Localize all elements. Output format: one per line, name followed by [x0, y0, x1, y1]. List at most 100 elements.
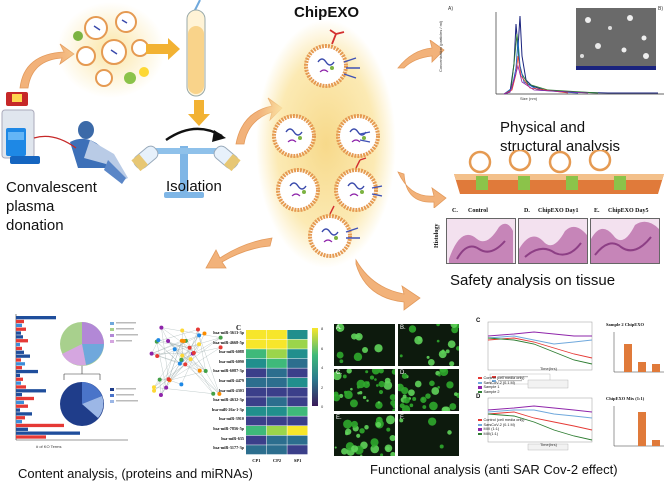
network-node [218, 345, 223, 350]
network-edge [158, 339, 190, 348]
histology-d-letter: D. [524, 208, 530, 214]
heatmap-cell [246, 378, 267, 388]
sample-bar-chart [613, 332, 664, 373]
network-node [197, 368, 202, 373]
network-edge [193, 329, 199, 353]
tissue-layer-illustration [454, 150, 664, 194]
heatmap-col-label: SP1 [293, 458, 302, 463]
heatmap-row-label: hsa-miR-6090 [219, 358, 244, 364]
network-node [152, 388, 157, 393]
ko-bar [16, 323, 22, 327]
heatmap-cell [266, 387, 287, 397]
network-edge [160, 349, 175, 396]
heatmap-row-label: hsa-miR-26a-1-3p [211, 406, 244, 412]
ko-bar [16, 331, 21, 335]
network-edge [159, 379, 162, 395]
network-node [211, 391, 216, 396]
network-node [188, 357, 193, 362]
isolation-label: Isolation [166, 178, 222, 195]
rotation-arrow-icon [165, 127, 226, 142]
micrograph-panel: A. [334, 324, 395, 366]
heatmap-row-label: hsa-miR-7856-5p [213, 426, 244, 431]
physical-xlabel: Size (nm) [520, 96, 538, 101]
network-edge [169, 364, 186, 381]
micrograph-panel-label: F. [400, 415, 405, 421]
ko-bar [16, 346, 22, 351]
physical-chart [495, 8, 664, 95]
heatmap-cell [246, 349, 267, 359]
legend-entry: Sample 1 [478, 385, 524, 390]
heatmap-cell [287, 416, 308, 426]
network-node [151, 385, 156, 390]
tube-icon [186, 0, 206, 97]
network-edge [153, 360, 182, 388]
heatmap-col-label: CP1 [252, 458, 261, 463]
ko-bar [16, 404, 28, 408]
network-edge [151, 352, 194, 354]
legend-entry: SarsCoV-2 (0.1 M) [478, 423, 524, 428]
network-edge [161, 327, 190, 348]
legend-entry: Control (cell media only) [478, 376, 524, 381]
ko-bar [16, 400, 24, 404]
heatmap-cell [266, 330, 287, 340]
network-edge [161, 327, 169, 342]
histology-image-control [446, 218, 516, 264]
heatmap-cell [287, 397, 308, 407]
histology-d-label: ChipEXO Day1 [538, 208, 579, 214]
heatmap-cell [287, 426, 308, 436]
arrow-down-to-centrifuge [188, 100, 210, 126]
chipexo-bar-chart [613, 406, 664, 447]
network-node [164, 385, 169, 390]
heatmap-cell [266, 397, 287, 407]
network-edge [169, 347, 221, 381]
chipexo-vesicle-panel [256, 20, 396, 268]
heatmap-cell [246, 426, 267, 436]
ko-bar [16, 427, 28, 431]
heatmap-row-label: hsa-miR-4303 [219, 387, 244, 393]
network-node [172, 347, 177, 352]
heatmap-cell [246, 330, 267, 340]
heatmap-cell [246, 445, 267, 455]
network-node [166, 339, 171, 344]
heatmap-cell [287, 445, 308, 455]
histology-e-label: ChipEXO Day5 [608, 208, 649, 214]
network-edge [168, 340, 183, 380]
heatmap-col-labels: CP1 CP2 SP1 [246, 458, 308, 466]
panel-b-label: B) [658, 6, 663, 12]
heatmap-row-label: hsa-miR-3177-3p [213, 445, 244, 451]
heatmap-row-label: hsa-miR-6088 [219, 349, 244, 355]
histology-ylabel: Histology [434, 223, 440, 248]
legend-entry: Sample 2 [478, 390, 524, 395]
ko-bar [16, 393, 22, 397]
donation-label: Convalescent plasma donation [6, 179, 97, 234]
network-node [158, 392, 163, 397]
heatmap-row-label: hsa-miR-3910 [219, 416, 244, 422]
ko-xlabel: # of KO Terms [36, 444, 62, 449]
ko-terms-bar-chart [15, 314, 128, 441]
heatmap-cell [246, 358, 267, 368]
heatmap-cell [287, 378, 308, 388]
protein-network [149, 325, 223, 397]
network-edge [151, 340, 182, 354]
ko-bar [16, 339, 28, 343]
fluorescence-grid: A.B.C.D.E.F. [334, 324, 460, 456]
heatmap-cell [266, 349, 287, 359]
micrograph-panel-label: C. [336, 370, 342, 376]
heatmap-cell [287, 406, 308, 416]
micrograph-panel: F. [398, 414, 459, 456]
legend-entry: MIX(1:1) [478, 432, 524, 437]
network-edge [156, 341, 180, 364]
legend-entry: Control (cell media only) [478, 418, 524, 423]
network-node [187, 345, 192, 350]
heatmap-cell [246, 387, 267, 397]
network-edge [161, 327, 169, 380]
arrow-to-safety-analysis [397, 171, 447, 208]
network-edge [151, 335, 200, 354]
mirna-heatmap [246, 330, 308, 455]
legend-c: Control (cell media only)SarsCoV-2 (0.1 … [478, 376, 524, 394]
histology-c-label: Control [468, 208, 488, 214]
heatmap-row-label: hsa-miR-3613-3p [213, 330, 244, 335]
heatmap-col-label: CP2 [272, 458, 282, 463]
network-edge [182, 344, 200, 356]
heatmap-cell [287, 368, 308, 378]
